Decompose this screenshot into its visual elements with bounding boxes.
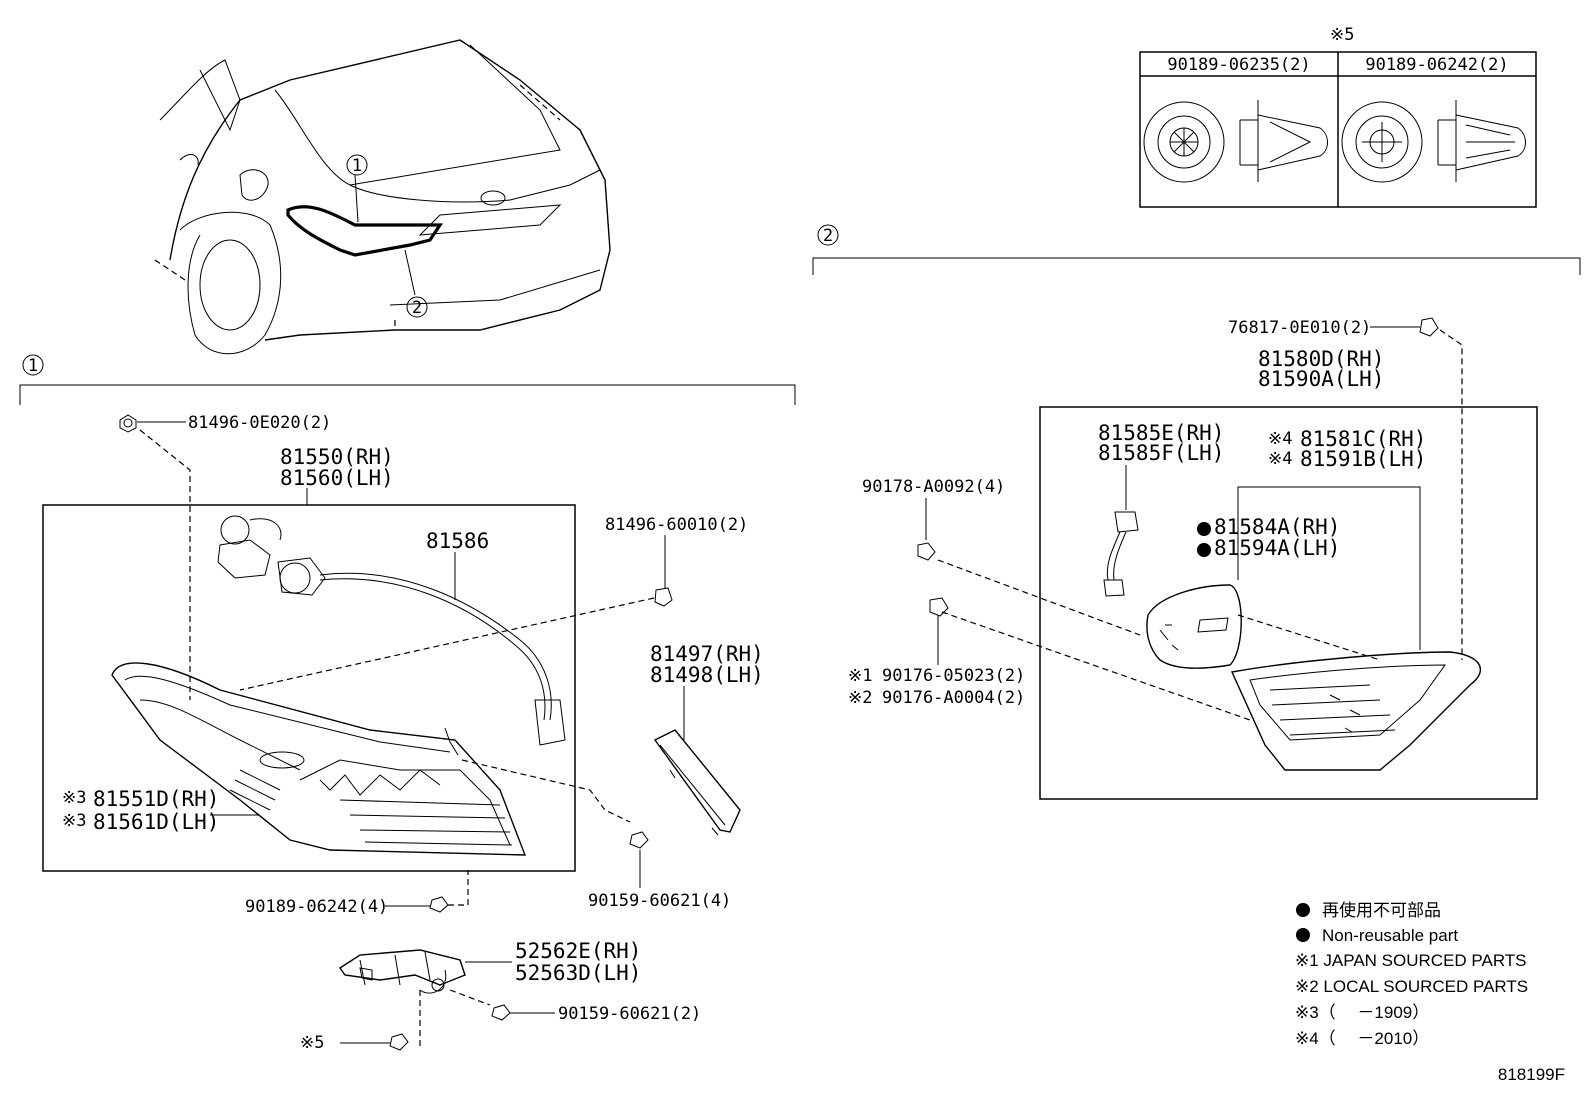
socket-wire-harness <box>217 515 566 746</box>
legend-note-1: ※1 JAPAN SOURCED PARTS <box>1295 951 1527 970</box>
non-reusable-marker-rh <box>1197 522 1211 536</box>
lens-rh-mark: ※3 <box>62 788 86 808</box>
nut-icon <box>917 542 936 561</box>
nut-local-mark: ※2 <box>848 688 872 708</box>
clip-right-icon <box>654 587 673 607</box>
nut-jp-part-number: 90176-05023(2) <box>882 666 1025 686</box>
nut-local-part-number: 90176-A0004(2) <box>882 688 1025 708</box>
clip-table-mark: ※5 <box>1330 25 1354 45</box>
clip-5-mark: ※5 <box>300 1033 324 1053</box>
legend-note-2: ※2 LOCAL SOURCED PARTS <box>1295 977 1528 996</box>
lamp-assembly-box <box>42 504 576 872</box>
inner-lens-rh-part-number: 81581C(RH) <box>1300 427 1426 451</box>
inner-lamp-body <box>1230 651 1482 771</box>
callout-1-car: 1 <box>346 154 368 176</box>
inner-lens-rh-mark: ※4 <box>1268 429 1292 449</box>
cover-clip-part-number: 76817-0E010(2) <box>1228 318 1371 338</box>
clip-bottom-icon <box>429 896 449 913</box>
inner-lamp-rh-part-number: 81580D(RH) <box>1258 347 1384 371</box>
screw-top-icon <box>119 414 137 433</box>
tail-lamp-highlight <box>286 205 443 257</box>
clip-table: ※5 90189-06235(2) 90189-06242(2) <box>1139 25 1537 208</box>
car-rear-illustration <box>154 39 611 355</box>
inner-gasket-lh-part-number: 81594A(LH) <box>1214 536 1340 560</box>
clip-bottom-part-number: 90189-06242(4) <box>245 897 388 917</box>
inner-socket-icon <box>1103 511 1139 597</box>
inner-lamp-box <box>1039 406 1538 800</box>
non-reusable-marker-lh <box>1197 543 1211 557</box>
nut-2-icon <box>929 597 949 617</box>
nut-part-number: 90178-A0092(4) <box>862 477 1005 497</box>
svg-text:1: 1 <box>352 156 362 176</box>
lamp-rh-part-number: 81550(RH) <box>280 445 394 469</box>
callout-2-car: 2 <box>406 296 428 318</box>
legend-note-4: ※4（ －2010） <box>1295 1029 1429 1048</box>
screw-bottom-right-icon <box>629 831 649 849</box>
inner-gasket-rh-part-number: 81584A(RH) <box>1214 515 1340 539</box>
screw-bracket-part-number: 90159-60621(2) <box>558 1004 701 1024</box>
legend: 再使用不可部品 Non-reusable part ※1 JAPAN SOURC… <box>1295 900 1528 1048</box>
socket-lh-part-number: 81585F(LH) <box>1098 441 1224 465</box>
section-1-callout: 1 <box>28 356 38 376</box>
section-2-callout: 2 <box>823 226 833 246</box>
nut-jp-mark: ※1 <box>848 666 872 686</box>
lamp-lh-part-number: 81560(LH) <box>280 466 394 490</box>
section-1: 1 81496-0E020(2) 81550(RH) 81560(LH) 815… <box>19 354 796 1053</box>
inner-lens-lh-mark: ※4 <box>1268 449 1292 469</box>
screw-bracket-icon <box>491 1004 511 1021</box>
legend-nonreusable: Non-reusable part <box>1322 926 1458 945</box>
inner-lamp-lh-part-number: 81590A(LH) <box>1258 367 1384 391</box>
legend-nonreusable-jp: 再使用不可部品 <box>1322 900 1441 920</box>
clip-part-number-1: 90189-06235(2) <box>1167 55 1310 75</box>
section-2: 2 76817-0E010(2) 81580D(RH) 81590A(LH) 8… <box>812 224 1581 800</box>
socket-rh-part-number: 81585E(RH) <box>1098 421 1224 445</box>
diagram-id: 818199F <box>1498 1065 1565 1084</box>
socket-part-number: 81586 <box>426 529 489 553</box>
cover-clip-icon <box>1419 317 1439 337</box>
legend-note-3: ※3（ －1909） <box>1295 1003 1429 1022</box>
gasket-icon <box>653 729 741 836</box>
lens-rh-part-number: 81551D(RH) <box>93 787 219 811</box>
bracket-icon <box>339 949 466 994</box>
bracket-lh-part-number: 52563D(LH) <box>515 961 641 985</box>
gasket-lh-part-number: 81498(LH) <box>650 663 764 687</box>
inner-gasket-icon <box>1146 584 1242 669</box>
clip-5-icon <box>389 1033 409 1051</box>
screw-top-part-number: 81496-0E020(2) <box>188 413 331 433</box>
tail-lamp-body <box>111 662 527 856</box>
legend-dot-en <box>1296 928 1310 942</box>
lens-lh-part-number: 81561D(LH) <box>93 810 219 834</box>
lens-lh-mark: ※3 <box>62 811 86 831</box>
legend-dot-jp <box>1296 903 1310 917</box>
bracket-rh-part-number: 52562E(RH) <box>515 939 641 963</box>
svg-text:2: 2 <box>412 298 422 318</box>
gasket-rh-part-number: 81497(RH) <box>650 642 764 666</box>
inner-lens-lh-part-number: 81591B(LH) <box>1300 447 1426 471</box>
screw-bottom-right-part-number: 90159-60621(4) <box>588 891 731 911</box>
clip-right-part-number: 81496-60010(2) <box>605 515 748 535</box>
clip-part-number-2: 90189-06242(2) <box>1365 55 1508 75</box>
